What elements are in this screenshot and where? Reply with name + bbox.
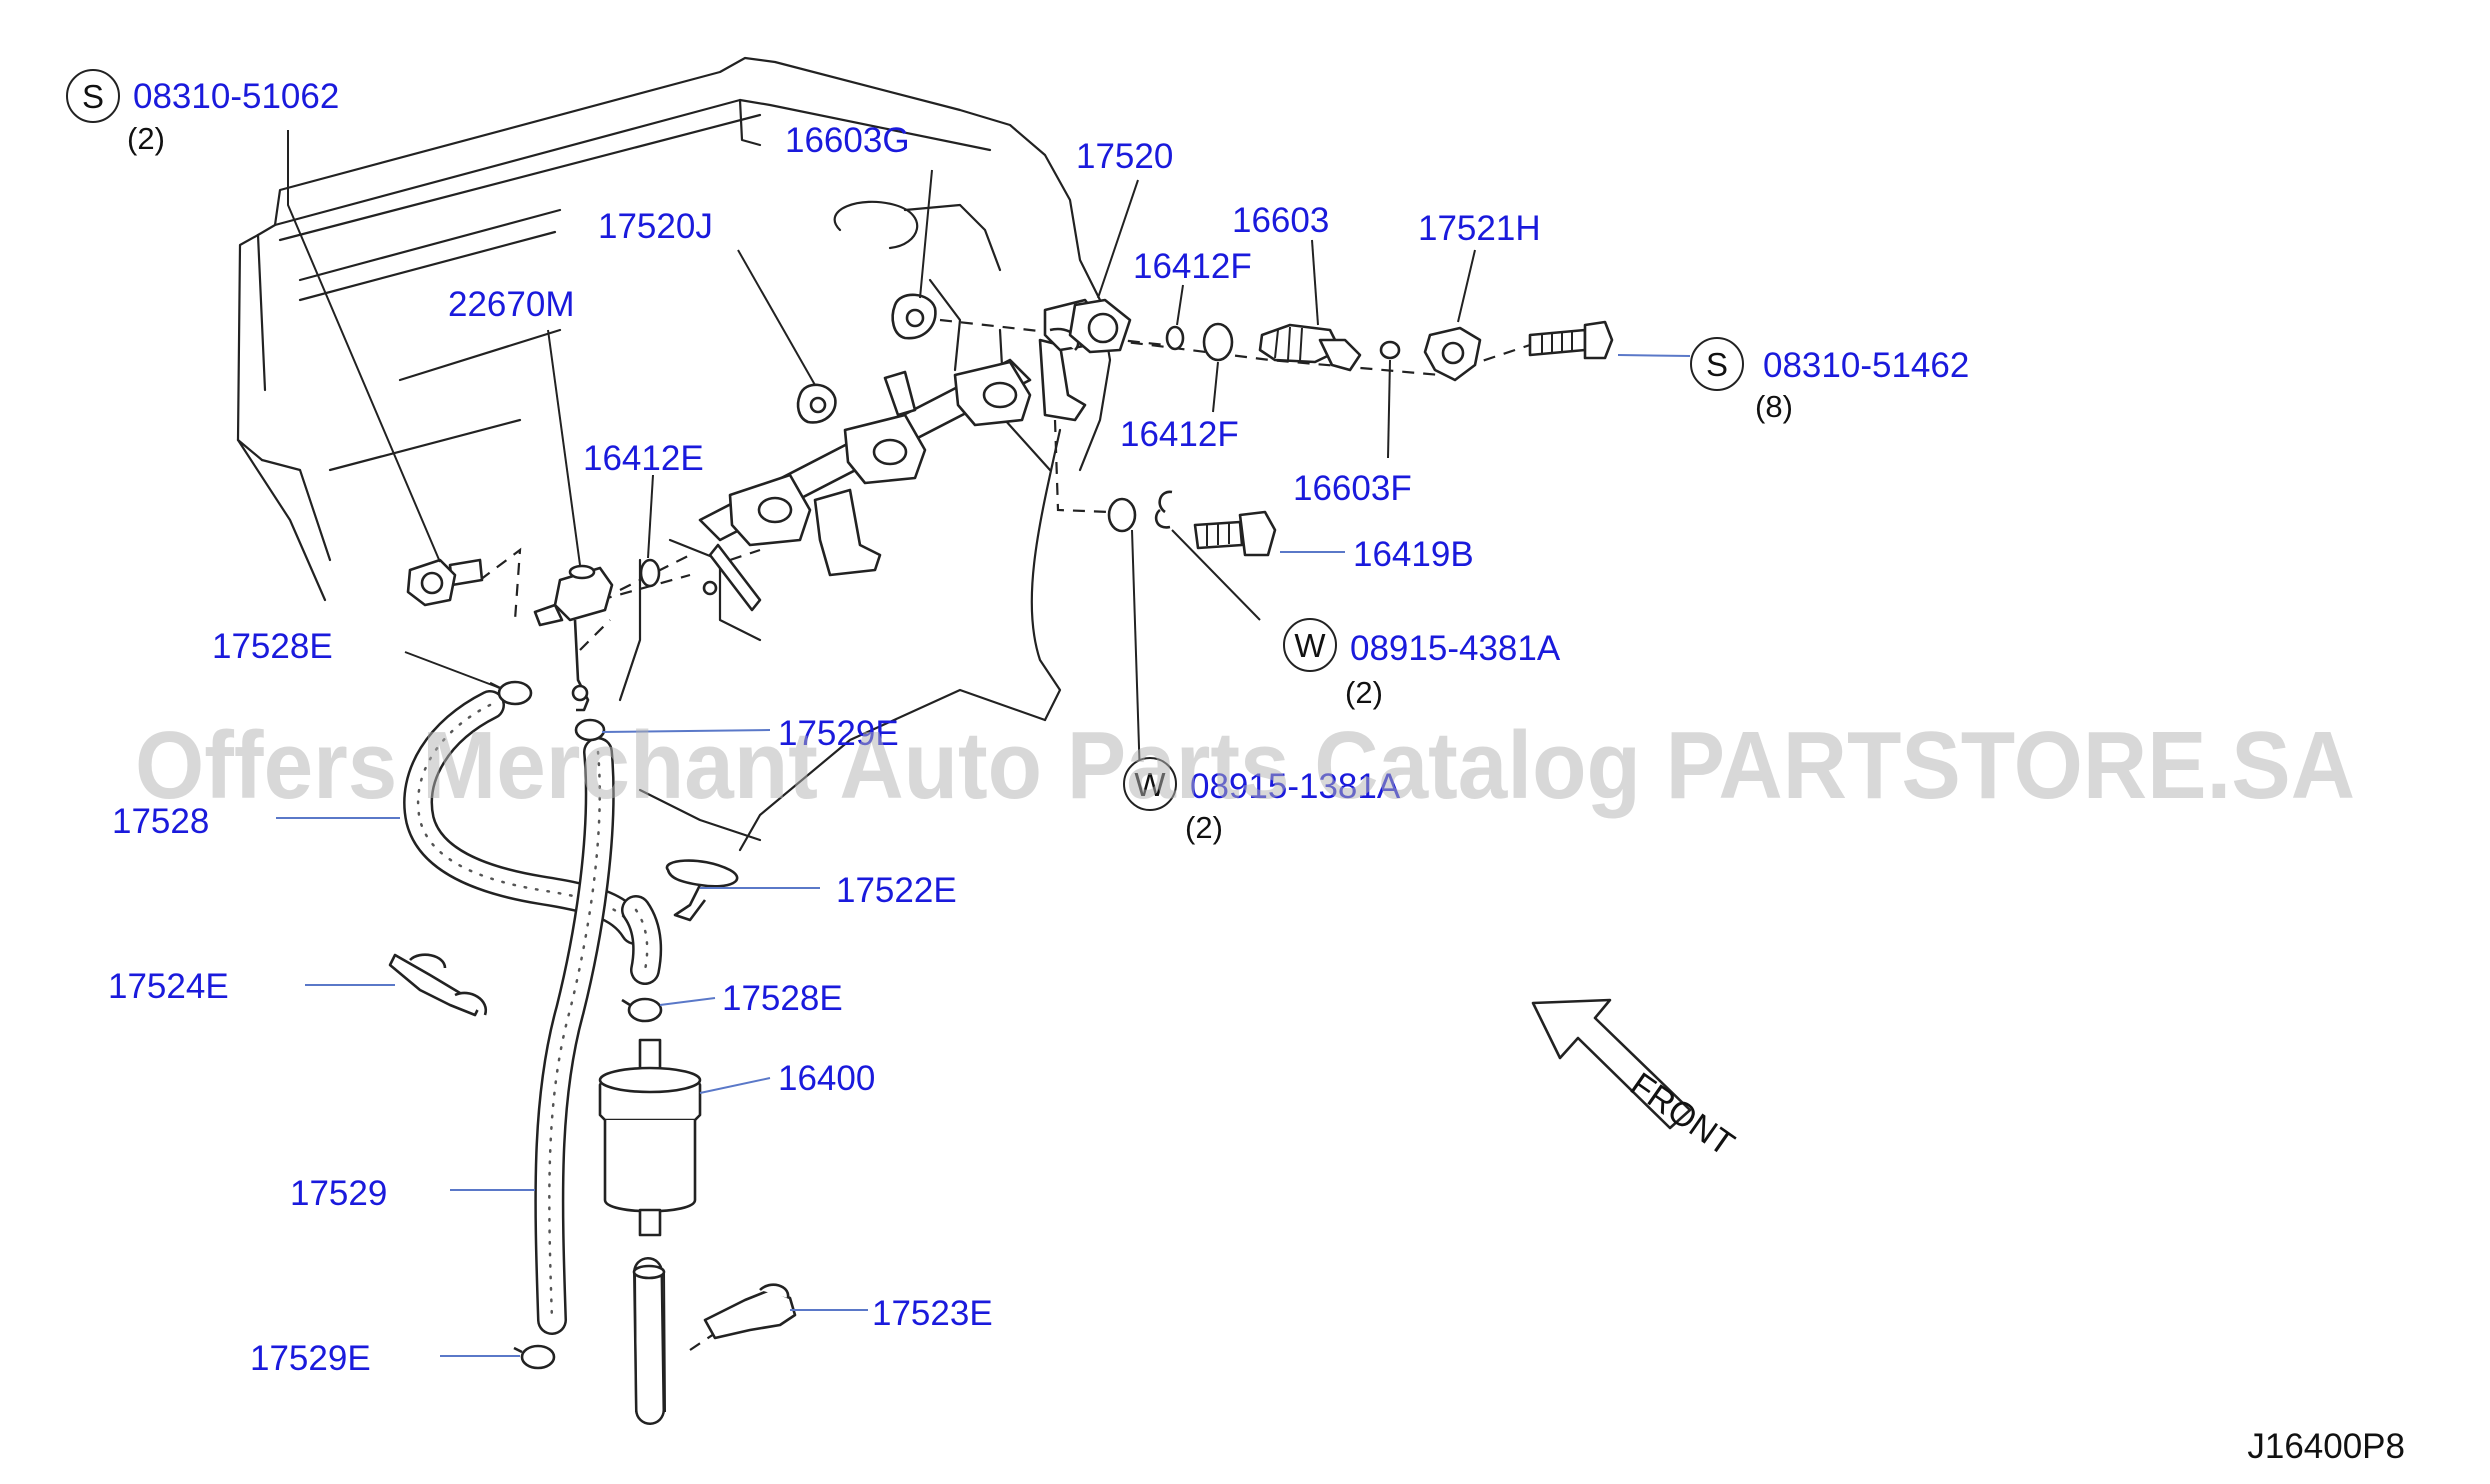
quantity: (2) bbox=[1185, 810, 1223, 845]
part-number: 08915-4381A bbox=[1350, 629, 1561, 668]
o-ring-16412E bbox=[639, 558, 661, 588]
part-labels: 16603G 17520 17520J 16603 17521H 16412F … bbox=[108, 121, 1541, 1378]
part-label[interactable]: 16419B bbox=[1353, 535, 1474, 574]
bolt-16419B bbox=[1193, 510, 1277, 557]
callout-code: W bbox=[1134, 766, 1166, 803]
clamp-17521H bbox=[1423, 326, 1482, 382]
clip-17524E bbox=[388, 953, 488, 1017]
callout-s-08310-51462[interactable]: S 08310-51462 (8) bbox=[1690, 337, 1969, 424]
drawing-reference: J16400P8 bbox=[2247, 1427, 2405, 1466]
bolt-08310-51062 bbox=[406, 558, 484, 607]
part-label[interactable]: 17520J bbox=[598, 207, 713, 246]
part-label[interactable]: 17522E bbox=[836, 871, 957, 910]
part-label[interactable]: 17529 bbox=[290, 1174, 387, 1213]
rail-boss-3 bbox=[953, 360, 1032, 427]
washer-08915-4381A bbox=[1154, 490, 1173, 529]
callout-w-08915-1381A[interactable]: W 08915-1381A (2) bbox=[1123, 757, 1401, 845]
front-label: FRONT bbox=[1623, 1065, 1741, 1163]
watermark: Offers Merchant Auto Parts Catalog PARTS… bbox=[135, 712, 2355, 819]
rail-boss-2 bbox=[843, 413, 927, 485]
clamp-17528E-lower bbox=[621, 997, 663, 1023]
o-ring-16412F-b bbox=[1202, 322, 1234, 362]
seal-17520J bbox=[796, 383, 837, 424]
part-label[interactable]: 17524E bbox=[108, 967, 229, 1006]
part-label[interactable]: 16412F bbox=[1120, 415, 1239, 454]
part-label[interactable]: 16603 bbox=[1232, 201, 1329, 240]
rail-boss-1 bbox=[728, 473, 812, 547]
fuel-filter-16400 bbox=[598, 1038, 702, 1237]
callout-code: W bbox=[1294, 627, 1326, 664]
pressure-regulator-22670M bbox=[533, 564, 614, 712]
part-label[interactable]: 16412E bbox=[583, 439, 704, 478]
injector-16603 bbox=[1258, 323, 1362, 372]
part-label[interactable]: 17529E bbox=[250, 1339, 371, 1378]
bolt-08310-51462 bbox=[1528, 320, 1614, 360]
quantity: (8) bbox=[1755, 389, 1793, 424]
quantity: (2) bbox=[127, 121, 165, 156]
hoses bbox=[403, 690, 666, 1425]
part-number: 08915-1381A bbox=[1190, 767, 1401, 806]
front-arrow: FRONT bbox=[1531, 998, 1741, 1164]
part-label[interactable]: 17520 bbox=[1076, 137, 1173, 176]
callout-code: S bbox=[82, 78, 104, 115]
part-label[interactable]: 22670M bbox=[448, 285, 574, 324]
seal-16603G bbox=[891, 293, 937, 340]
seal-16603F bbox=[1379, 340, 1401, 360]
clamp-17529E-lower bbox=[513, 1344, 556, 1370]
washer-08915-1381A bbox=[1107, 497, 1137, 533]
leader-lines bbox=[276, 130, 1691, 1357]
part-label[interactable]: 17529E bbox=[778, 714, 899, 753]
filter-and-clamps bbox=[388, 680, 797, 1370]
quantity: (2) bbox=[1345, 675, 1383, 710]
part-label[interactable]: 17528 bbox=[112, 802, 209, 841]
part-label[interactable]: 17528E bbox=[722, 979, 843, 1018]
clip-17522E bbox=[665, 859, 739, 922]
part-label[interactable]: 16400 bbox=[778, 1059, 875, 1098]
part-label[interactable]: 16603F bbox=[1293, 469, 1412, 508]
clip-17523E bbox=[703, 1283, 797, 1340]
o-ring-16412F-a bbox=[1165, 325, 1185, 351]
clamp-17529E-upper bbox=[574, 718, 606, 742]
part-number: 08310-51062 bbox=[133, 77, 339, 116]
part-label[interactable]: 16412F bbox=[1133, 247, 1252, 286]
part-label[interactable]: 17528E bbox=[212, 627, 333, 666]
part-number: 08310-51462 bbox=[1763, 346, 1969, 385]
part-label[interactable]: 17521H bbox=[1418, 209, 1541, 248]
callout-s-08310-51062[interactable]: S 08310-51062 (2) bbox=[66, 69, 339, 156]
part-label[interactable]: 16603G bbox=[785, 121, 910, 160]
part-label[interactable]: 17523E bbox=[872, 1294, 993, 1333]
callout-code: S bbox=[1706, 346, 1728, 383]
callout-w-08915-4381A[interactable]: W 08915-4381A (2) bbox=[1283, 618, 1561, 710]
